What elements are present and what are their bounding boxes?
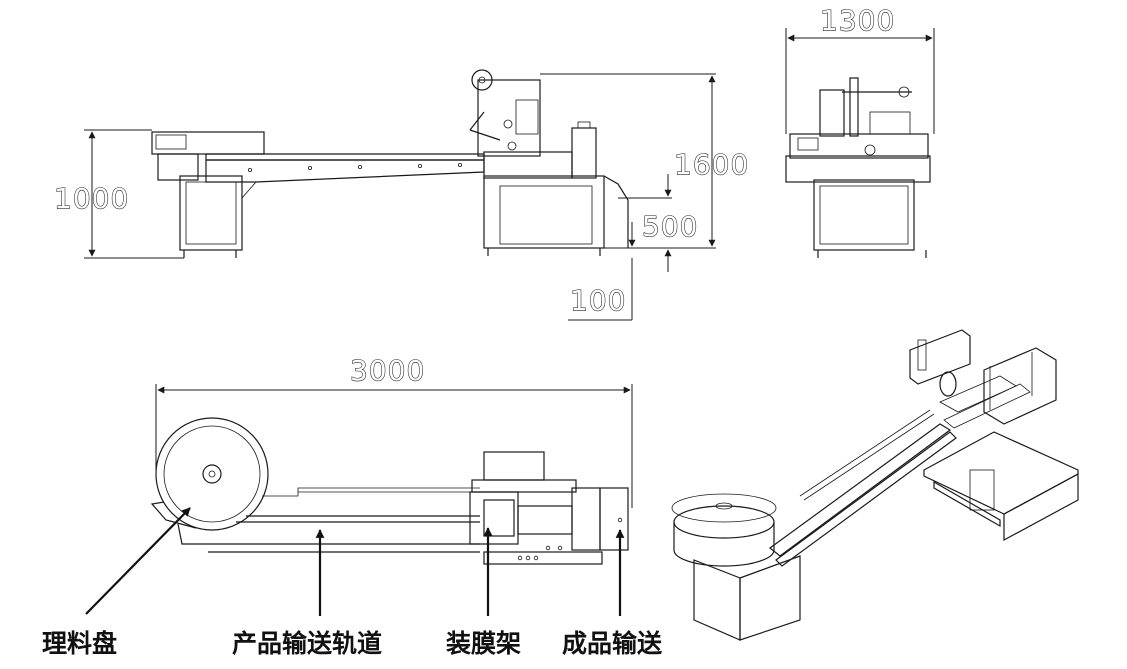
dim-foot-height: 100 bbox=[570, 284, 626, 317]
dim-side-height: 1000 bbox=[54, 182, 129, 215]
iso-base bbox=[693, 431, 1079, 641]
dim-end-width: 1300 bbox=[820, 4, 895, 37]
dimension-lines-plan bbox=[155, 384, 633, 508]
plan-bolts bbox=[517, 517, 623, 561]
iso-film-holder bbox=[909, 329, 1057, 429]
label-sorting-tray: 理料盘 bbox=[42, 629, 118, 658]
isometric-view bbox=[671, 329, 1079, 641]
label-product-track: 产品输送轨道 bbox=[232, 629, 383, 658]
iso-track bbox=[769, 409, 957, 567]
side-elevation-view bbox=[151, 69, 629, 258]
plan-view bbox=[150, 417, 629, 565]
dim-total-height: 1600 bbox=[674, 148, 749, 181]
label-film-holder: 装膜架 bbox=[446, 629, 522, 658]
callout-arrows bbox=[85, 507, 625, 616]
dimension-lines-side bbox=[84, 73, 716, 321]
dimension-lines-end bbox=[785, 28, 935, 134]
iso-bowl bbox=[671, 493, 777, 567]
end-elevation-view bbox=[785, 77, 931, 258]
dim-plan-length: 3000 bbox=[350, 354, 425, 387]
track-bolts bbox=[247, 162, 462, 172]
dim-output-height: 500 bbox=[642, 210, 698, 243]
label-output-conveyor: 成品输送 bbox=[562, 629, 663, 658]
sorting-tray-bowl bbox=[155, 417, 269, 531]
